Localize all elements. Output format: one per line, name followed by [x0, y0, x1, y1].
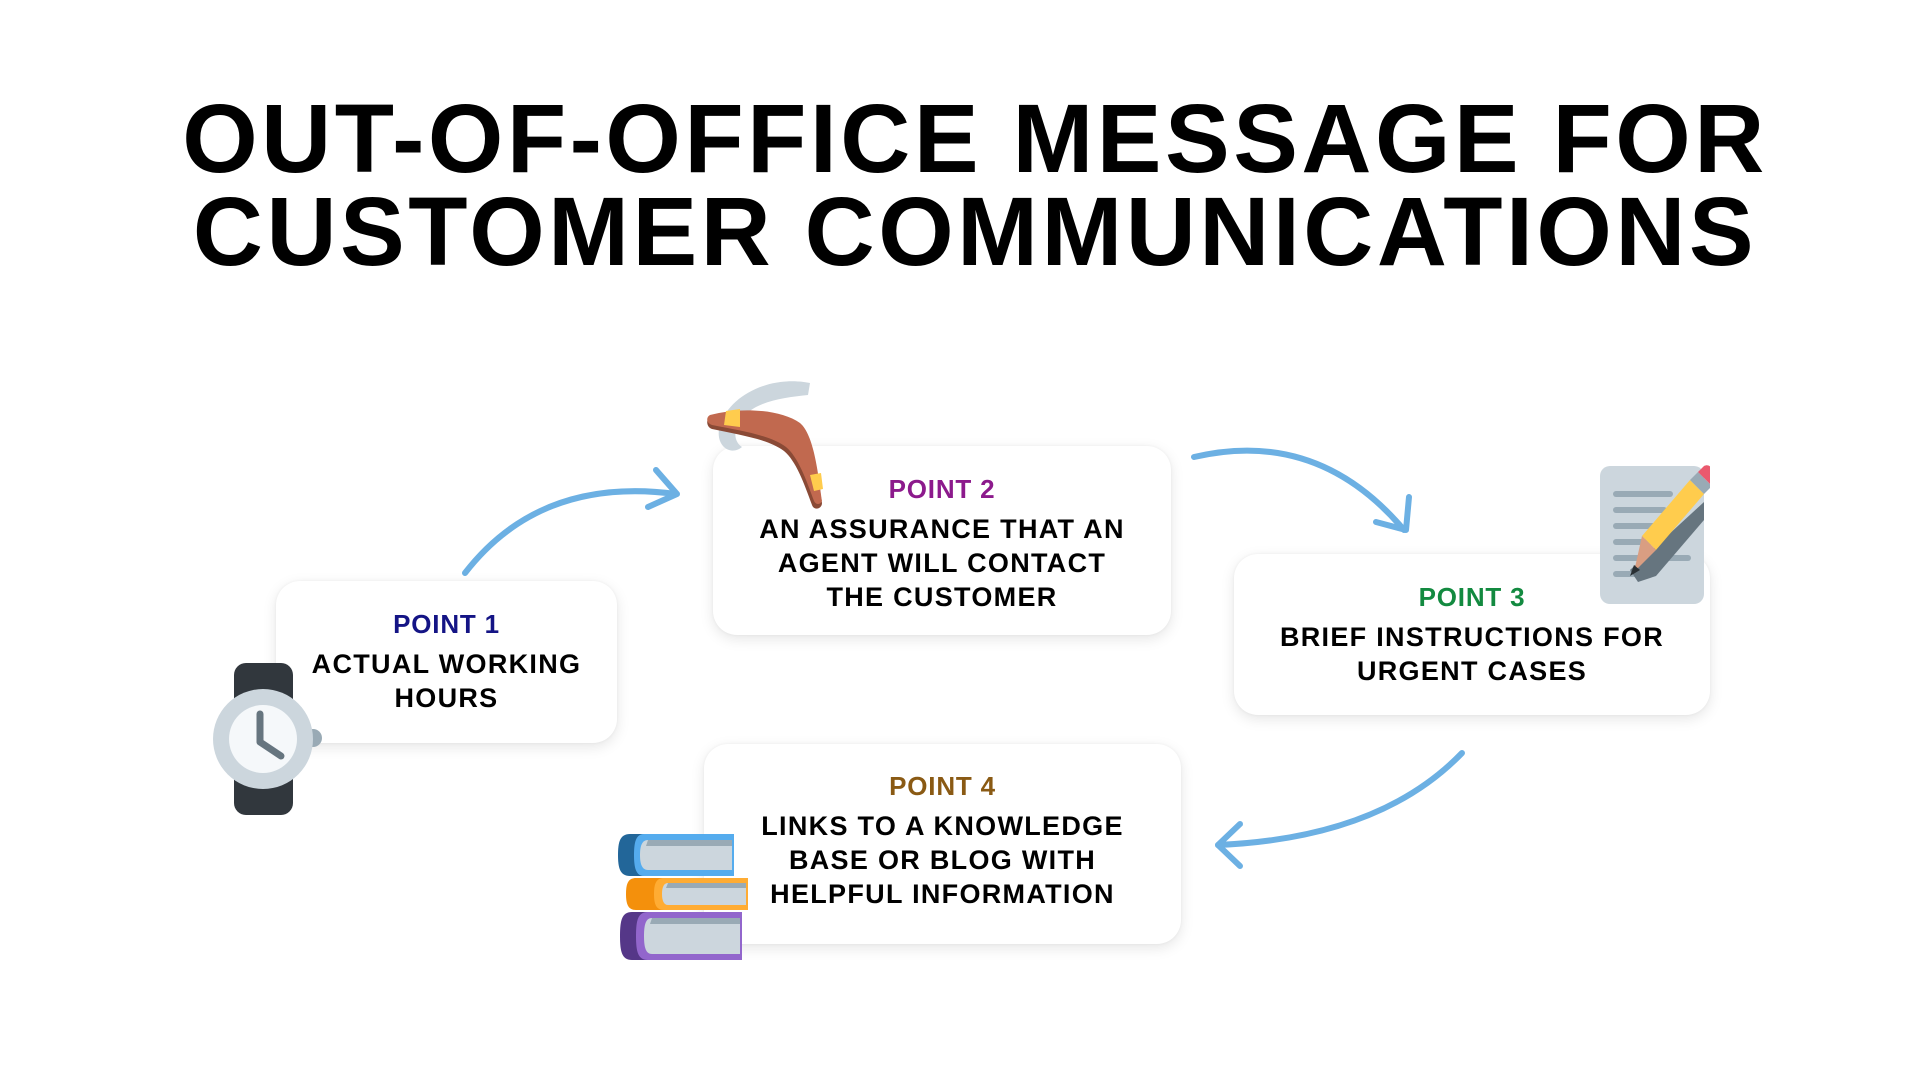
point-description-line: THE CUSTOMER: [826, 582, 1058, 612]
point-description-line: HELPFUL INFORMATION: [770, 879, 1115, 909]
title-line-1: OUT-OF-OFFICE MESSAGE FOR: [182, 84, 1768, 193]
point-card-2: POINT 2 AN ASSURANCE THAT AN AGENT WILL …: [713, 446, 1171, 635]
point-description-line: BRIEF INSTRUCTIONS FOR: [1279, 622, 1665, 652]
point-description: BRIEF INSTRUCTIONS FOR URGENT CASES: [1234, 620, 1710, 688]
point-description-line: ACTUAL WORKING: [311, 649, 582, 679]
point-description: LINKS TO A KNOWLEDGE BASE OR BLOG WITH H…: [704, 809, 1181, 911]
point-description-line: BASE OR BLOG WITH: [788, 845, 1097, 875]
arrow-point2-to-point3: [1191, 447, 1412, 533]
point-description: AN ASSURANCE THAT AN AGENT WILL CONTACT …: [713, 512, 1171, 614]
point-description-line: LINKS TO A KNOWLEDGE: [761, 811, 1124, 841]
point-description-line: URGENT CASES: [1356, 656, 1588, 686]
point-label: POINT 1: [393, 609, 500, 639]
memo-icon: [1600, 465, 1710, 604]
point-description-line: HOURS: [394, 683, 499, 713]
page-title: OUT-OF-OFFICE MESSAGE FOR CUSTOMER COMMU…: [0, 84, 1920, 286]
point-card-1: POINT 1 ACTUAL WORKING HOURS: [276, 581, 617, 743]
arrow-point3-to-point4: [1215, 750, 1465, 869]
point-card-3: POINT 3 BRIEF INSTRUCTIONS FOR URGENT CA…: [1234, 554, 1710, 715]
point-description: ACTUAL WORKING HOURS: [276, 647, 617, 715]
arrow-point1-to-point2: [462, 467, 680, 576]
point-label: POINT 4: [889, 771, 996, 801]
boomerang-icon: [707, 381, 823, 509]
point-description-line: AGENT WILL CONTACT: [777, 548, 1107, 578]
point-label: POINT 3: [1418, 582, 1526, 612]
watch-icon: [213, 663, 322, 815]
point-label: POINT 2: [888, 474, 996, 504]
point-description-line: AN ASSURANCE THAT AN: [759, 514, 1125, 544]
point-card-4: POINT 4 LINKS TO A KNOWLEDGE BASE OR BLO…: [704, 744, 1181, 944]
title-line-2: CUSTOMER COMMUNICATIONS: [192, 177, 1758, 286]
books-icon: [618, 834, 748, 960]
